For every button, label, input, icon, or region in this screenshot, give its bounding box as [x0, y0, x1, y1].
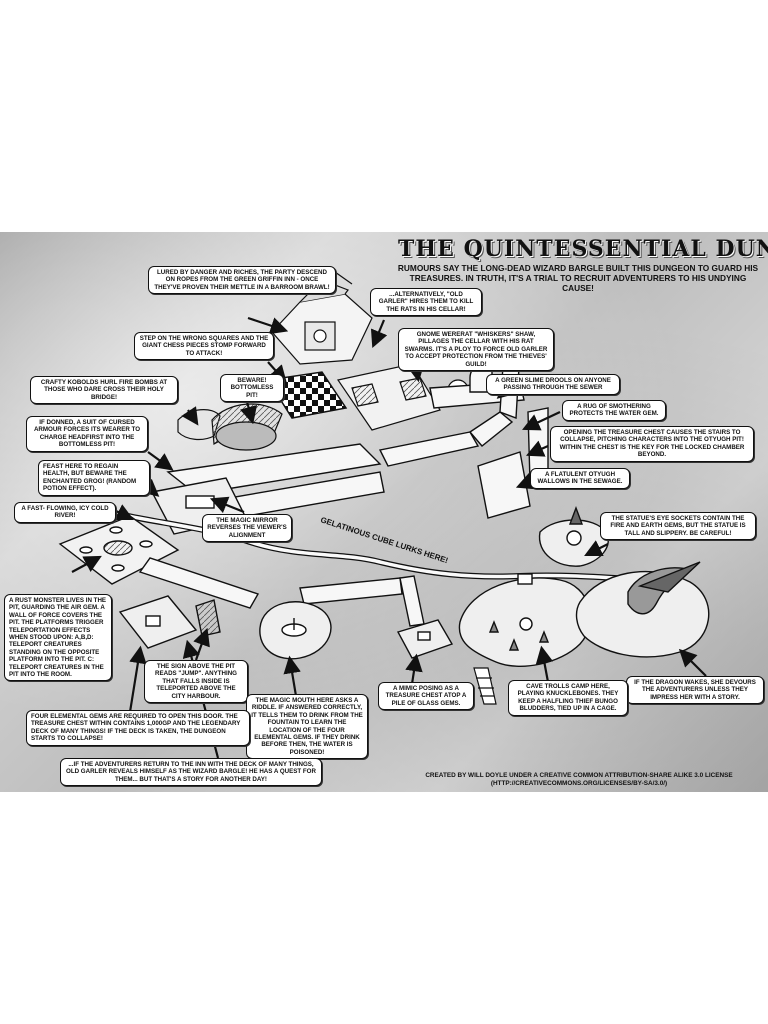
statue-chamber	[538, 506, 609, 567]
callout-mirror: THE MAGIC MIRROR REVERSES THE VIEWER'S A…	[202, 514, 292, 543]
callout-armour: IF DONNED, A SUIT OF CURSED ARMOUR FORCE…	[26, 416, 148, 452]
callout-mouth: THE MAGIC MOUTH HERE ASKS A RIDDLE. IF A…	[246, 694, 368, 760]
callout-river: A FAST- FLOWING, ICY COLD RIVER!	[14, 502, 116, 523]
poster-title: THE QUINTESSENTIAL DUNGEON	[398, 236, 768, 262]
callout-gems: FOUR ELEMENTAL GEMS ARE REQUIRED TO OPEN…	[26, 710, 250, 746]
callout-rust-monster: A RUST MONSTER LIVES IN THE PIT, GUARDIN…	[4, 594, 112, 682]
callout-ending: ...IF THE ADVENTURERS RETURN TO THE INN …	[60, 758, 322, 787]
callout-otyugh: A FLATULENT OTYUGH WALLOWS IN THE SEWAGE…	[530, 468, 630, 489]
callout-inn: LURED BY DANGER AND RICHES, THE PARTY DE…	[148, 266, 336, 295]
credit-notice: CREATED BY WILL DOYLE UNDER A CREATIVE C…	[396, 772, 762, 788]
rust-monster-room	[58, 515, 180, 585]
poster-subtitle: RUMOURS SAY THE LONG-DEAD WIZARD BARGLE …	[397, 263, 759, 293]
credit-line-1: CREATED BY WILL DOYLE UNDER A CREATIVE C…	[425, 772, 733, 779]
callout-chest: OPENING THE TREASURE CHEST CAUSES THE ST…	[550, 426, 754, 462]
fountain-chamber	[259, 601, 332, 660]
callout-statue: THE STATUE'S EYE SOCKETS CONTAIN THE FIR…	[600, 512, 756, 541]
south-corridors	[138, 557, 425, 627]
troll-cave	[458, 573, 591, 668]
dungeon-poster: GELATINOUS CUBE LURKS HERE!	[0, 232, 768, 792]
callout-wererat: GNOME WERERAT "WHISKERS" SHAW, PILLAGES …	[398, 328, 554, 372]
callout-rug: A RUG OF SMOTHERING PROTECTS THE WATER G…	[562, 400, 666, 421]
callout-mimic: A MIMIC POSING AS A TREASURE CHEST ATOP …	[378, 682, 474, 711]
callout-rats: ...ALTERNATIVELY, "OLD GARLER" HIRES THE…	[370, 288, 482, 317]
callout-kobolds: CRAFTY KOBOLDS HURL FIRE BOMBS AT THOSE …	[30, 376, 178, 405]
mimic-room	[396, 619, 454, 659]
callout-dragon: IF THE DRAGON WAKES, SHE DEVOURS THE ADV…	[626, 676, 764, 705]
callout-trolls: CAVE TROLLS CAMP HERE, PLAYING KNUCKLEBO…	[508, 680, 628, 716]
kobold-bridge	[177, 403, 283, 451]
treasure-vault	[118, 595, 221, 649]
waterfall	[473, 667, 497, 705]
callout-slime: A GREEN SLIME DROOLS ON ANYONE PASSING T…	[486, 374, 620, 395]
callout-sign: THE SIGN ABOVE THE PIT READS "JUMP". ANY…	[144, 660, 248, 704]
dragon-lair	[575, 561, 710, 658]
chess-room	[266, 371, 348, 419]
callout-feast: FEAST HERE TO REGAIN HEALTH, BUT BEWARE …	[38, 460, 150, 496]
dungeon-map: GELATINOUS CUBE LURKS HERE!	[58, 271, 710, 759]
callout-chess: STEP ON THE WRONG SQUARES AND THE GIANT …	[134, 332, 274, 361]
credit-line-2: (HTTP://CREATIVECOMMONS.ORG/LICENSES/BY-…	[490, 780, 668, 787]
callout-pit: BEWARE! BOTTOMLESS PIT!	[220, 374, 284, 403]
